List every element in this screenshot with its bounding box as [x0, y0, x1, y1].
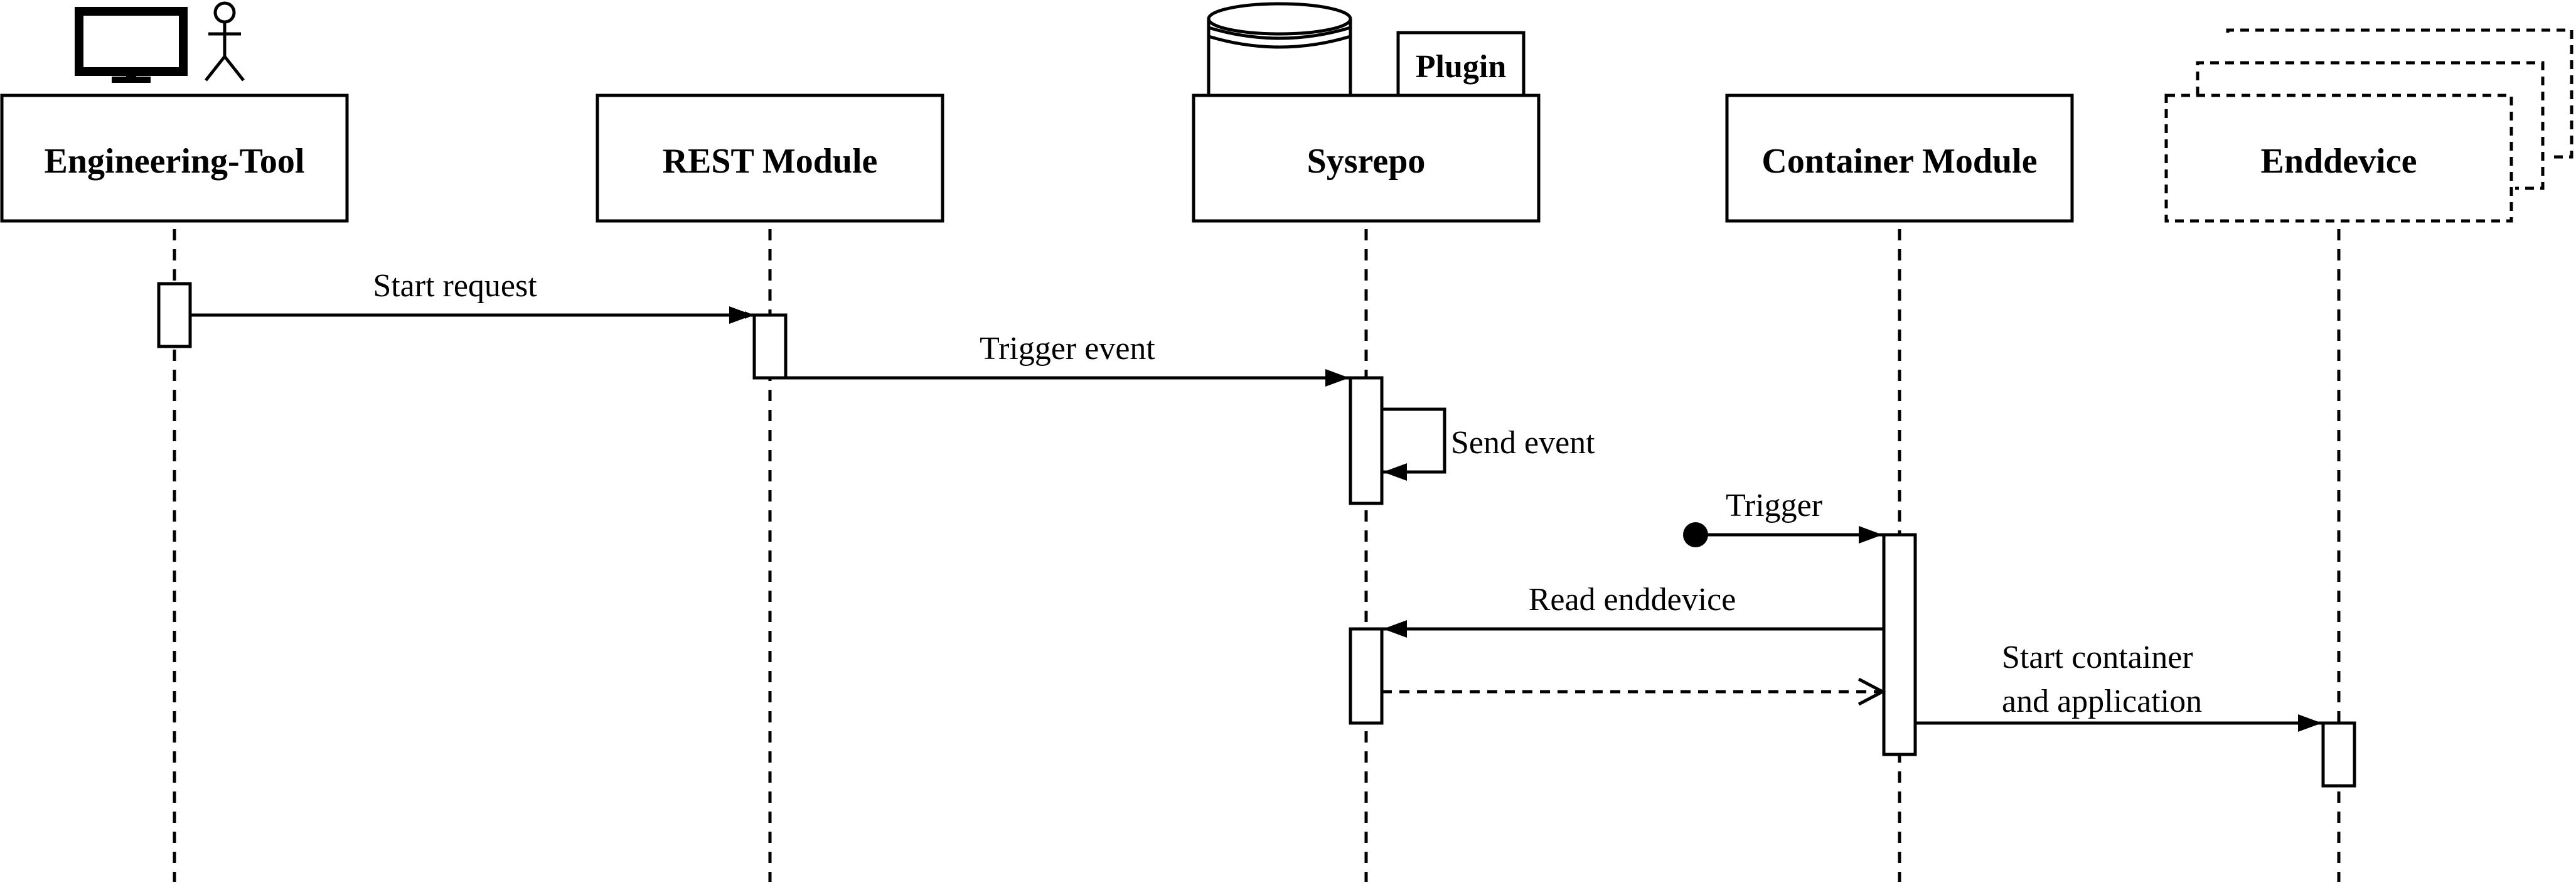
message-trigger: Trigger [1683, 488, 1883, 547]
message-send-event: Send event [1382, 407, 1595, 481]
participant-label: REST Module [663, 142, 878, 181]
arrowhead-icon [2298, 714, 2322, 732]
participant-engineering-tool: Engineering-Tool [0, 1, 349, 223]
person-icon [205, 1, 245, 82]
message-label-line-1: Start container [2002, 640, 2193, 675]
stack-middle-box [2196, 61, 2545, 190]
participant-box [1192, 94, 1541, 223]
participant-box [596, 94, 944, 223]
plugin-label: Plugin [1416, 49, 1507, 85]
arrowhead-icon [1383, 620, 1407, 638]
arrowhead-icon [1859, 526, 1883, 544]
message-start-container: Start container and application [1915, 640, 2322, 732]
participant-sysrepo: Plugin Sysrepo [1192, 2, 1541, 223]
message-label: Read enddevice [1529, 582, 1736, 618]
open-arrowhead-icon [1857, 677, 1886, 706]
participant-label: Container Module [1761, 142, 2037, 181]
participant-box [2164, 94, 2513, 223]
stack-back-box [2226, 28, 2573, 159]
message-trigger-event: Trigger event [786, 331, 1349, 387]
activation-enddevice [2321, 721, 2356, 788]
activation-engineering-tool [157, 282, 192, 348]
activation-sysrepo-2 [1349, 627, 1384, 725]
message-read-enddevice-reply [1382, 677, 1886, 706]
participant-box [1725, 94, 2074, 223]
monitor-icon [75, 7, 188, 83]
activation-container-module [1882, 533, 1917, 756]
message-label-line-2: and application [2002, 684, 2202, 719]
participant-box [0, 94, 349, 223]
arrowhead-icon [729, 306, 753, 324]
arrowhead-icon [1383, 463, 1407, 481]
activation-rest-module [752, 313, 788, 380]
participant-enddevice: Enddevice [2164, 28, 2573, 223]
participant-label: Engineering-Tool [45, 142, 305, 181]
participant-container-module: Container Module [1725, 94, 2074, 223]
message-label: Start request [373, 268, 537, 304]
participant-rest-module: REST Module [596, 94, 944, 223]
participant-label: Sysrepo [1307, 142, 1426, 181]
activation-sysrepo-1 [1349, 376, 1384, 505]
message-label: Send event [1451, 425, 1595, 461]
message-read-enddevice: Read enddevice [1383, 582, 1884, 638]
plugin-box: Plugin [1396, 31, 1526, 97]
message-start-request: Start request [190, 268, 754, 324]
message-label: Trigger event [980, 331, 1155, 367]
arrowhead-icon [1325, 369, 1349, 387]
database-icon [1207, 2, 1352, 97]
message-label: Trigger [1726, 488, 1822, 523]
participant-label: Enddevice [2261, 142, 2417, 181]
